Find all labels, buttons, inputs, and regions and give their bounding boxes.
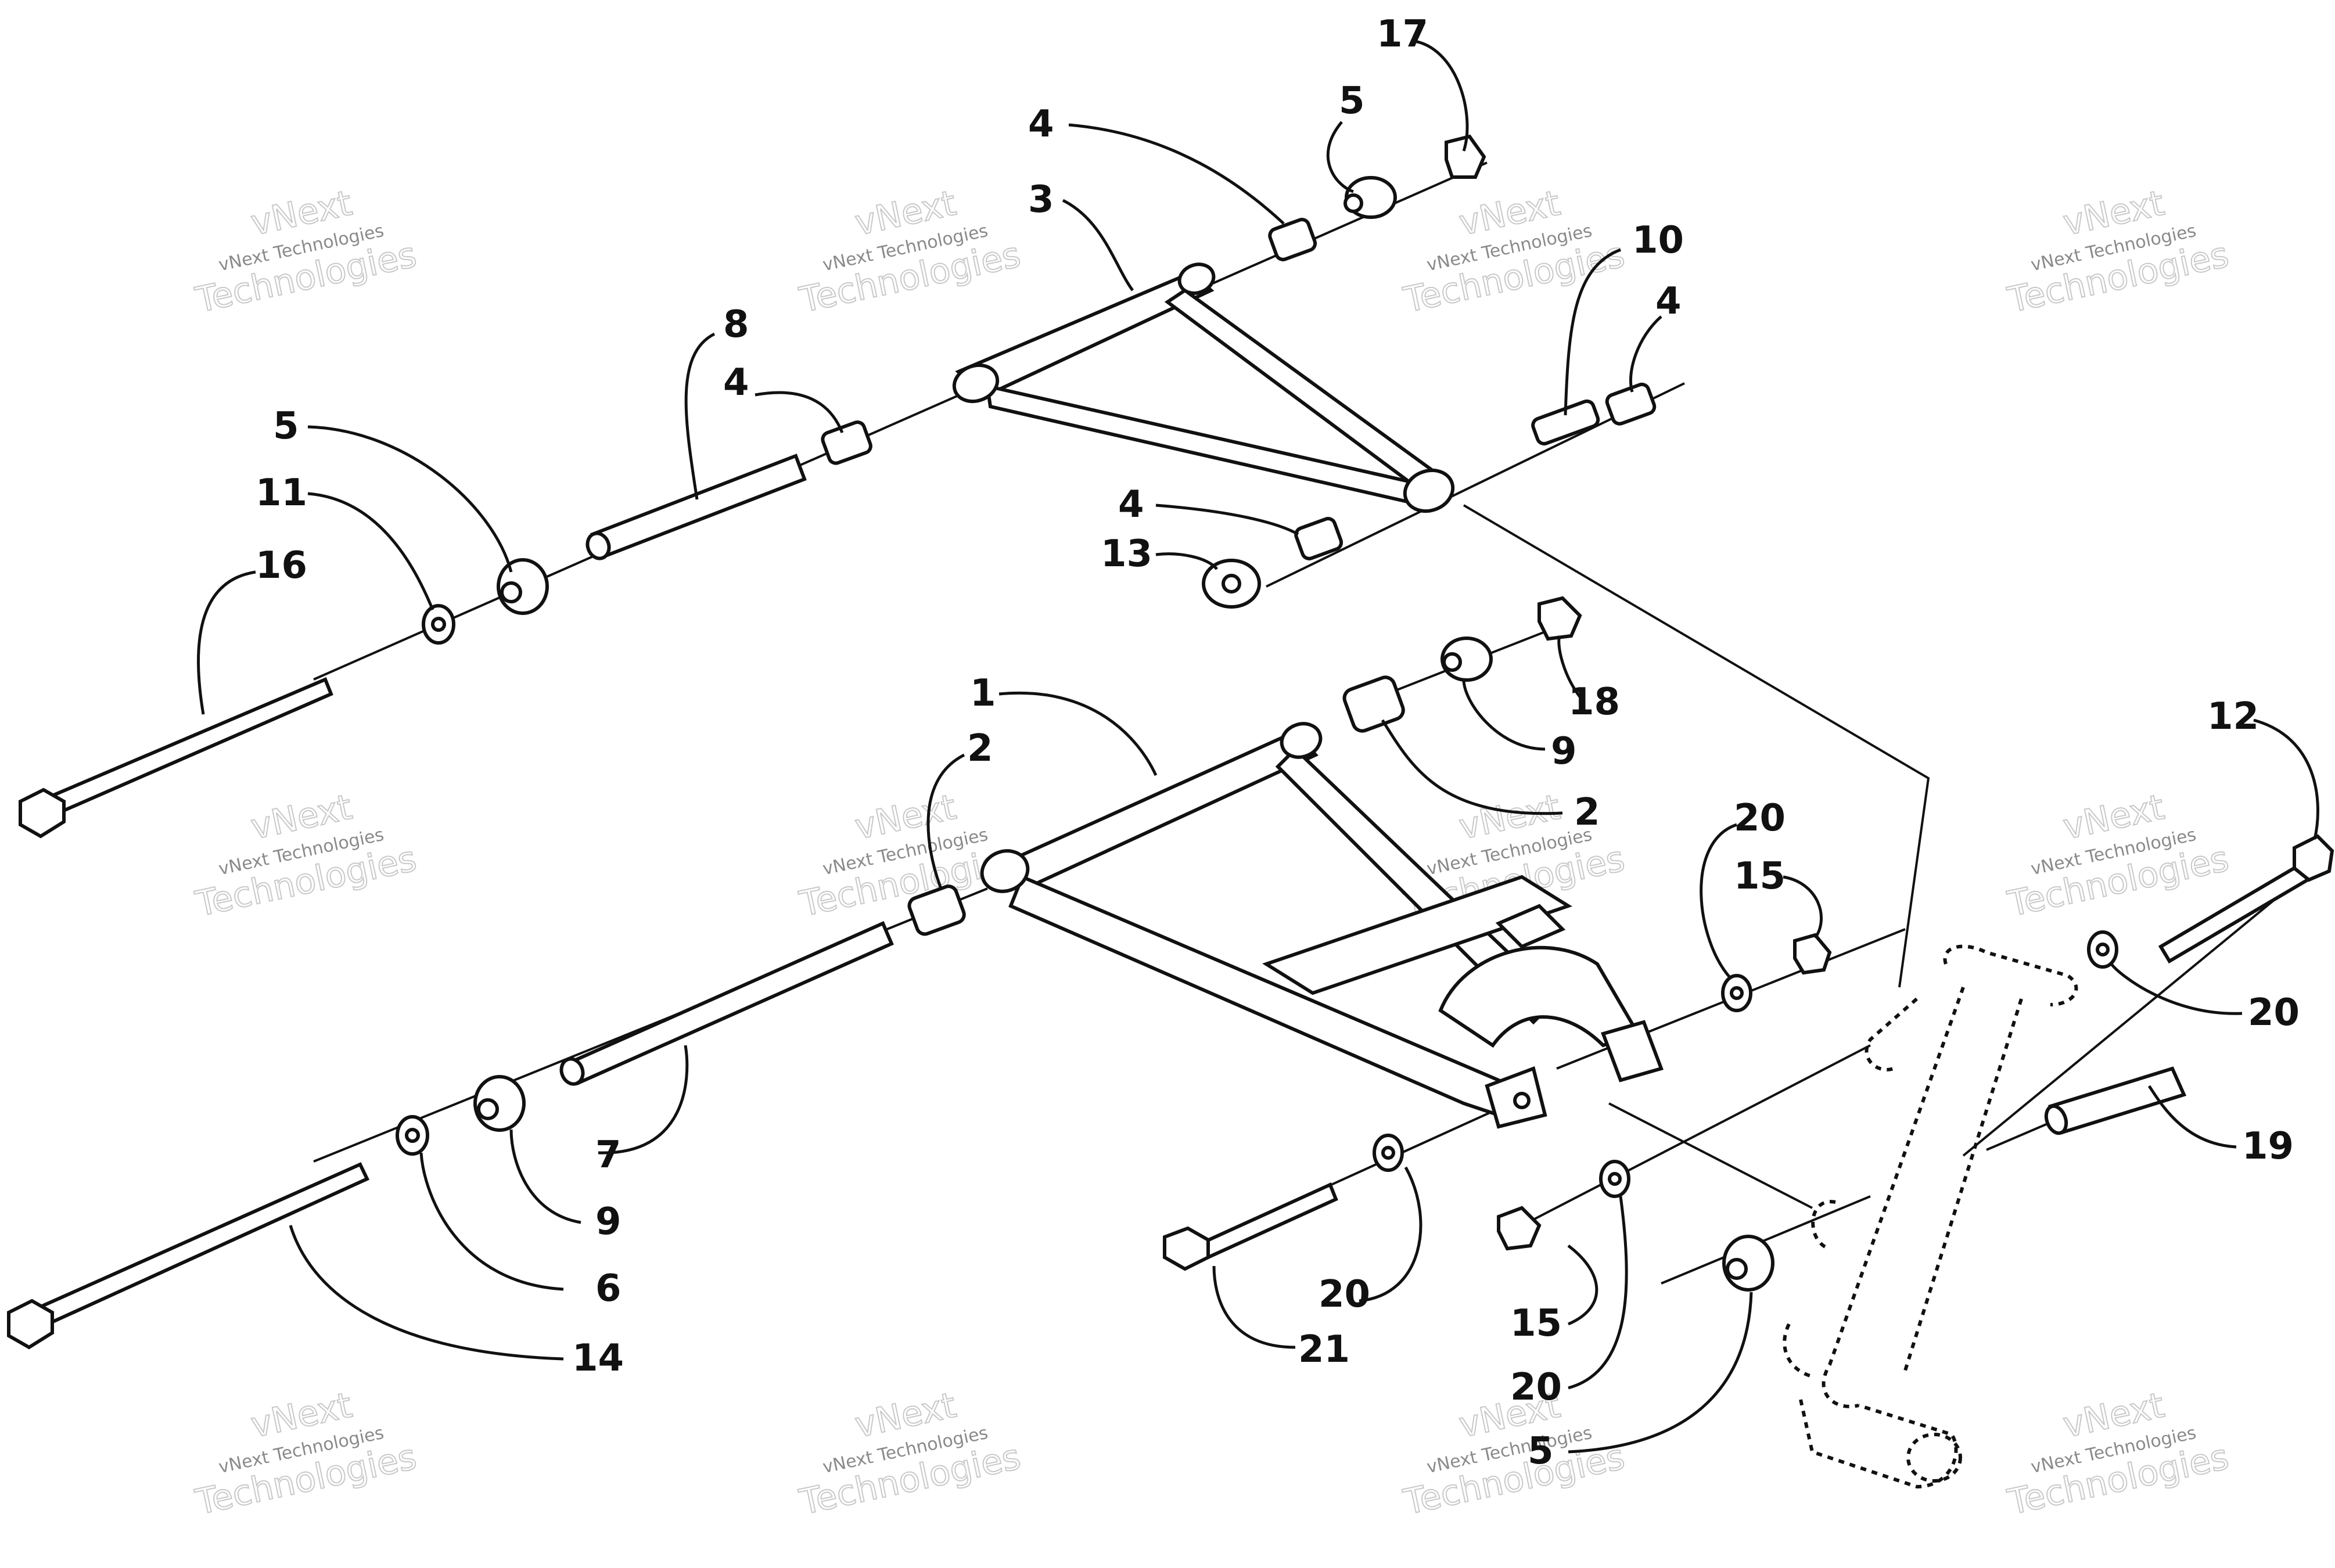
callout-label: 6	[595, 1267, 622, 1310]
bushing-4	[821, 420, 872, 465]
callout-label: 20	[1510, 1366, 1562, 1409]
callout-label: 16	[256, 544, 307, 587]
ball-joint-line-lower	[1608, 1102, 1813, 1209]
pin-19	[2047, 1066, 2187, 1135]
bushing-2	[1342, 675, 1405, 733]
bushing-4	[1605, 382, 1657, 426]
watermark: vNext vNext Technologies Technologies	[191, 1384, 421, 1524]
callout-label: 14	[572, 1337, 624, 1380]
upper-a-arm	[952, 262, 1455, 513]
callout-label: 13	[1101, 533, 1152, 576]
bushing-4	[1294, 517, 1343, 560]
parts-layer	[7, 134, 2334, 1489]
watermark-layer: vNext vNext Technologies Technologies vN…	[191, 182, 2233, 1524]
bushing-4	[1268, 218, 1317, 261]
callout-label: 4	[1028, 103, 1054, 146]
callout-label: 2	[967, 727, 993, 770]
assembly-axis-lines	[313, 161, 2325, 1285]
bushing-2	[907, 884, 966, 936]
callout-label: 12	[2207, 695, 2259, 738]
callout-label: 4	[1655, 280, 1682, 323]
callout-label: 5	[1528, 1430, 1554, 1473]
flange-bushing-5-bore	[500, 581, 522, 603]
flange-bushing-5-bore	[1726, 1258, 1748, 1280]
nut-15	[1793, 933, 1832, 975]
callout-label: 20	[1319, 1273, 1370, 1316]
callout-label: 15	[1510, 1302, 1562, 1345]
watermark: vNext vNext Technologies Technologies	[2003, 786, 2233, 926]
bolt-14	[38, 1162, 370, 1327]
upper-pivot-hardware	[19, 454, 807, 839]
callout-label: 17	[1377, 13, 1428, 56]
callout-label: 7	[595, 1134, 622, 1177]
callout-label: 2	[1574, 791, 1600, 834]
clevis-hardware	[1163, 933, 1832, 1292]
nut-13-bore	[1222, 574, 1241, 594]
callout-label: 15	[1734, 855, 1786, 898]
callout-label: 19	[2242, 1125, 2294, 1168]
bolt-14-head	[7, 1299, 54, 1350]
spacer-10	[1531, 399, 1600, 446]
leader-lines	[197, 39, 2319, 1454]
watermark: vNext vNext Technologies Technologies	[191, 786, 421, 926]
flange-bushing-5-bore	[1343, 193, 1363, 213]
callout-label: 8	[723, 303, 749, 346]
nut-15	[1497, 1206, 1542, 1251]
callout-label: 5	[1339, 80, 1365, 123]
bolt-21	[1200, 1182, 1338, 1260]
callout-label: 9	[595, 1200, 622, 1243]
spindle	[1783, 944, 2078, 1489]
callout-label: 18	[1568, 681, 1620, 724]
ball-joint-line	[1463, 504, 1930, 988]
callout-label: 10	[1632, 219, 1684, 262]
watermark: vNext vNext Technologies Technologies	[2003, 1384, 2233, 1524]
shaft-7	[567, 921, 894, 1085]
callout-label: 20	[2248, 991, 2300, 1034]
watermark: vNext vNext Technologies Technologies	[795, 182, 1025, 322]
upper-arm-hardware	[821, 134, 1657, 609]
flange-bushing-9-bore	[1442, 652, 1462, 672]
shaft-8	[590, 454, 807, 560]
callout-label: 3	[1028, 178, 1054, 221]
callout-label: 20	[1734, 797, 1786, 840]
callout-label: 4	[723, 361, 749, 404]
flange-bushing-9-bore	[477, 1098, 499, 1120]
watermark: vNext vNext Technologies Technologies	[795, 1384, 1025, 1524]
bolt-16-head	[19, 787, 66, 839]
lower-nut-axis	[1533, 1044, 1871, 1221]
callout-label: 9	[1551, 730, 1577, 773]
lower-a-arm	[980, 722, 1664, 1129]
spindle-bolt-axis	[1962, 858, 2325, 1157]
bolt-16	[50, 677, 333, 816]
callout-label: 4	[1118, 483, 1144, 526]
watermark: vNext vNext Technologies Technologies	[191, 182, 421, 322]
lower-arm-front-hardware	[907, 596, 1582, 936]
lower-pivot-hardware	[7, 921, 894, 1350]
callout-labels: 17 5 4 3 10 4 8 4 5 11 16 4 13 1 18 9 2 …	[256, 13, 2300, 1473]
watermark: vNext vNext Technologies Technologies	[795, 786, 1025, 926]
callout-label: 1	[970, 672, 996, 715]
nut-18	[1537, 596, 1582, 641]
bolt-21-head	[1163, 1226, 1210, 1271]
watermark: vNext vNext Technologies Technologies	[1399, 182, 1629, 322]
nut-17	[1445, 134, 1486, 179]
watermark: vNext vNext Technologies Technologies	[1399, 1384, 1629, 1524]
watermark: vNext vNext Technologies Technologies	[2003, 182, 2233, 322]
spindle-lower-axis	[1661, 1195, 1871, 1285]
spindle-hardware	[2044, 834, 2334, 1135]
callout-label: 21	[1298, 1328, 1350, 1371]
callout-label: 5	[273, 405, 299, 448]
bolt-12-head	[2293, 834, 2334, 882]
callout-label: 11	[256, 472, 307, 515]
